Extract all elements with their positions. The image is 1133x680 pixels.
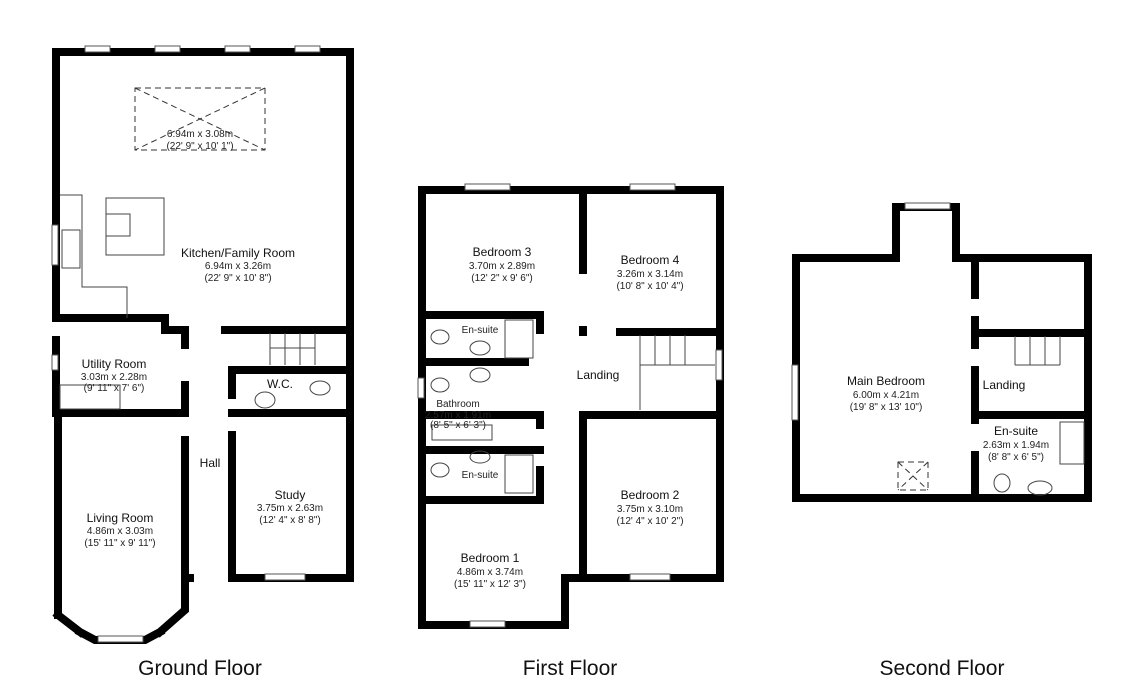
room-label-landing: Landing: [983, 378, 1026, 392]
room-dimensions-imperial: (22' 9" x 10' 1"): [166, 141, 233, 152]
room-dimensions-imperial: (12' 4" x 10' 2"): [616, 516, 683, 527]
room-dimensions-imperial: (12' 2" x 9' 6"): [471, 273, 533, 284]
room-dimensions-imperial: (22' 9" x 10' 8"): [204, 273, 271, 284]
room-dimensions-imperial: (15' 11" x 9' 11"): [84, 538, 155, 549]
room-dimensions-imperial: (8' 8" x 6' 5"): [988, 452, 1044, 463]
room-label-bedroom-2: Bedroom 2: [621, 488, 680, 502]
room-label-bedroom-3: Bedroom 3: [473, 245, 532, 259]
room-dimensions: 6.94m x 3.26m: [205, 261, 271, 272]
room-label-bedroom-1: Bedroom 1: [461, 551, 520, 565]
room-dimensions: 3.75m x 2.63m: [257, 503, 323, 514]
floor-title-first: First Floor: [523, 657, 618, 680]
room-dimensions-imperial: (12' 4" x 8' 8"): [259, 515, 321, 526]
room-dimensions: 3.26m x 3.14m: [617, 269, 683, 280]
room-dimensions-imperial: (10' 8" x 10' 4"): [616, 281, 683, 292]
first-floor-plan: Bedroom 3 3.70m x 2.89m (12' 2" x 9' 6")…: [417, 183, 724, 680]
room-label-bathroom: Bathroom: [436, 399, 479, 410]
room-dimensions: 2.57m x 1.91m: [425, 410, 491, 421]
room-label-ensuite: En-suite: [462, 470, 499, 481]
room-dimensions: 3.75m x 3.10m: [617, 504, 683, 515]
room-label-utility: Utility Room: [82, 357, 147, 371]
room-label-living: Living Room: [87, 511, 154, 525]
room-dimensions-imperial: (9' 11" x 7' 6"): [84, 383, 145, 394]
room-dimensions: 6.00m x 4.21m: [853, 390, 919, 401]
floor-title-second: Second Floor: [880, 657, 1005, 680]
room-dimensions: 3.70m x 2.89m: [469, 261, 535, 272]
room-dimensions: 4.86m x 3.03m: [87, 526, 153, 537]
room-dimensions: 6.94m x 3.08m: [167, 129, 233, 140]
ground-floor-plan: 6.94m x 3.08m (22' 9" x 10' 1") Kitchen/…: [51, 45, 354, 680]
room-dimensions: 4.86m x 3.74m: [457, 567, 523, 578]
room-label-wc: W.C.: [267, 377, 293, 391]
room-dimensions-imperial: (19' 8" x 13' 10"): [850, 402, 923, 413]
room-label-study: Study: [275, 488, 306, 502]
room-label-bedroom-4: Bedroom 4: [621, 253, 680, 267]
second-floor-plan: Main Bedroom 6.00m x 4.21m (19' 8" x 13'…: [791, 202, 1092, 680]
room-label-hall: Hall: [200, 456, 221, 470]
room-dimensions-imperial: (8' 5" x 6' 3"): [430, 420, 486, 431]
room-dimensions: 2.63m x 1.94m: [983, 440, 1049, 451]
room-dimensions: 3.03m x 2.28m: [81, 372, 147, 383]
room-label-kitchen: Kitchen/Family Room: [181, 246, 295, 260]
room-label-ensuite: En-suite: [462, 325, 499, 336]
floor-title-ground: Ground Floor: [138, 657, 262, 680]
room-label-main-bedroom: Main Bedroom: [847, 374, 925, 388]
room-dimensions-imperial: (15' 11" x 12' 3"): [454, 579, 526, 590]
room-label-landing: Landing: [577, 368, 620, 382]
room-label-ensuite: En-suite: [994, 424, 1038, 438]
